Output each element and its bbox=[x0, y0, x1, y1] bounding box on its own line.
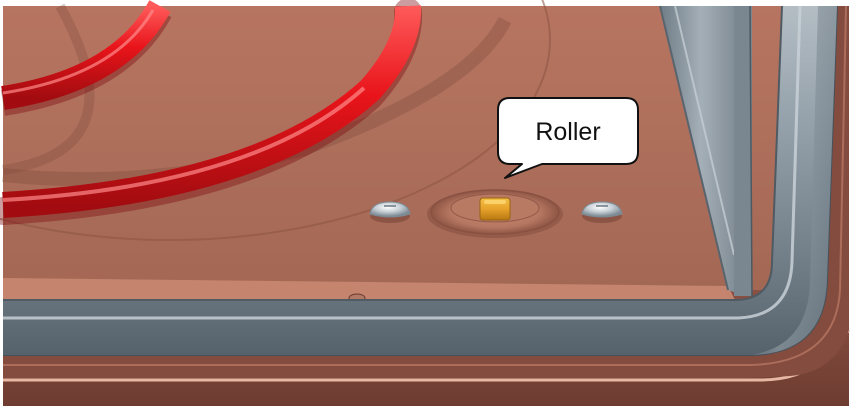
callout-label: Roller bbox=[498, 110, 638, 154]
roller-highlight bbox=[484, 200, 506, 204]
side-wall-flange bbox=[734, 6, 752, 296]
